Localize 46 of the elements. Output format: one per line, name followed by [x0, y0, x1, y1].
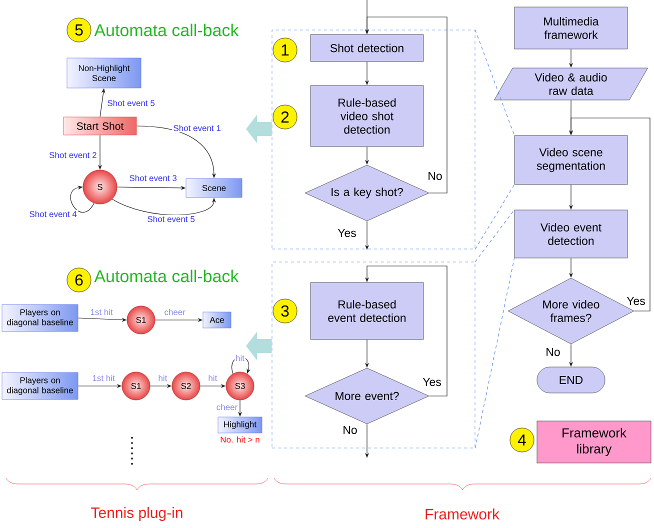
edge-label: Yes — [336, 228, 358, 238]
edge-label: No — [342, 424, 358, 435]
process-box: Shot detection — [310, 34, 424, 62]
edge-label: Shot event 2 — [48, 150, 98, 160]
edge-label: 1st hit — [89, 308, 114, 316]
dashed-region — [272, 30, 476, 250]
state-box: Scene — [186, 178, 242, 198]
process-box: Multimedia framework — [514, 6, 628, 50]
edge-label: Shot event 1 — [172, 124, 222, 132]
process-box: Video event detection — [514, 210, 628, 258]
connector-line — [474, 258, 515, 448]
process-box: Video scene segmentation — [514, 135, 628, 185]
connector-line — [474, 30, 515, 136]
terminal-box: END — [536, 366, 606, 394]
heading: Automata call-back — [94, 24, 239, 36]
state-box: Players on diagonal baseline — [2, 372, 78, 400]
edge-label: 1st hit — [91, 374, 116, 382]
arrow — [232, 356, 251, 374]
state-box: Non-Highlight Scene — [66, 58, 142, 88]
edge-label: hit — [157, 374, 168, 382]
edge-label: No — [426, 171, 444, 181]
edge-label: No — [544, 346, 562, 357]
section-label: Tennis plug-in — [91, 507, 182, 521]
edge-label: Shot event 5 — [106, 98, 156, 108]
edge-label: cheer — [163, 308, 186, 316]
data-parallelogram: Video & audio raw data — [494, 68, 648, 100]
edge-label: Shot event 5 — [146, 214, 196, 224]
start-box: Start Shot — [63, 116, 137, 136]
arrow — [70, 186, 94, 213]
edge-label: hit — [207, 374, 218, 382]
state-box: Highlight — [218, 416, 262, 434]
edge-label: hit — [234, 354, 246, 362]
connector-line — [474, 210, 515, 262]
state-box: Ace — [202, 312, 232, 328]
edge-label: cheer — [215, 402, 239, 412]
section-label: Framework — [426, 508, 500, 520]
state-box: Players on diagonal baseline — [2, 304, 78, 332]
dashed-region — [272, 262, 476, 448]
process-box: Rule-based video shot detection — [310, 85, 424, 147]
note-text: No. hit > n — [220, 436, 260, 443]
library-box: Framework library — [536, 420, 652, 464]
connector-line — [474, 184, 515, 250]
edge-label: Shot event 3 — [128, 174, 178, 182]
heading: Automata call-back — [94, 270, 239, 282]
edge-label: Shot event 4 — [28, 210, 78, 218]
process-box: Rule-based event detection — [310, 282, 424, 340]
